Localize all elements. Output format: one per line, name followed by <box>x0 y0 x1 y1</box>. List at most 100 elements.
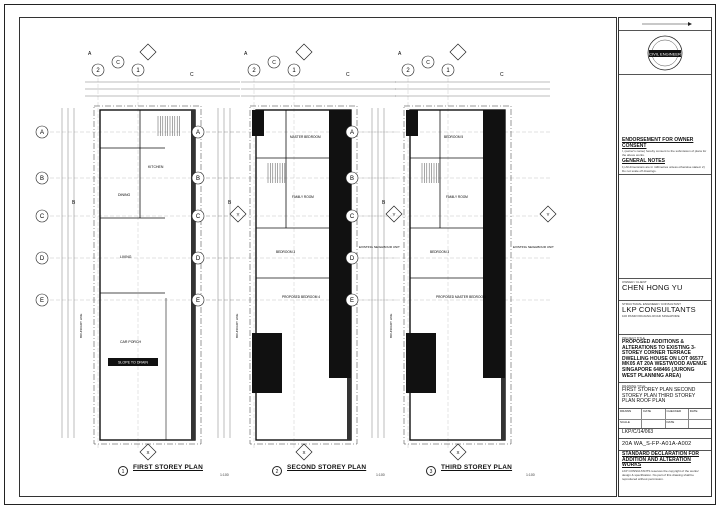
elevation-marker-x <box>295 443 313 461</box>
boundary-label: BOUNDARY LINE <box>79 314 83 338</box>
section-mark-bubble <box>421 55 435 69</box>
plan-3-title: THIRD STOREY PLAN <box>441 464 513 471</box>
elevation-label-x: X <box>302 450 305 455</box>
elevation-marker-y <box>385 205 403 223</box>
neighbour-solid <box>329 268 351 378</box>
grid-col-label-1: 1 <box>136 68 140 74</box>
grid-col-label-2: 2 <box>406 68 410 74</box>
elevation-label-y: Y <box>546 212 549 217</box>
neighbour-solid <box>483 110 505 310</box>
section-mark-bubble <box>267 55 281 69</box>
declaration-row: STANDARD DECLARATION FOR ADDITION AND AL… <box>619 450 711 496</box>
north-arrow-icon <box>642 22 692 26</box>
ramp-label: SLOPE TO DRAIN <box>118 361 148 365</box>
room-label: FAMILY ROOM <box>292 195 314 199</box>
room-label: FAMILY ROOM <box>446 195 468 199</box>
plan-1-number: 1 <box>118 466 128 476</box>
project-label: PROJECT TITLE <box>622 336 645 340</box>
grid-col-bubble-1 <box>131 63 145 77</box>
elevation-marker-y <box>229 205 247 223</box>
grid-label-C: C <box>196 214 201 220</box>
neighbour-solid <box>406 110 418 136</box>
seal-text: CIVIL ENGINEER <box>649 52 681 57</box>
declaration-heading: STANDARD DECLARATION FOR ADDITION AND AL… <box>622 451 700 469</box>
section-cut-a: A <box>244 51 248 57</box>
endorsement-row: ENDORSEMENT FOR OWNER CONSENT I, (owner'… <box>619 74 711 174</box>
section-mark-label: C <box>426 60 430 66</box>
neighbour-solid <box>406 333 436 393</box>
grid-bubble-D <box>35 251 49 265</box>
neighbour-solid <box>252 110 264 136</box>
general-notes-heading: GENERAL NOTES <box>622 158 665 165</box>
drawing-title: FIRST STOREY PLAN SECOND STOREY PLAN THI… <box>622 387 696 405</box>
elevation-label-y: Y <box>236 212 239 217</box>
party-wall <box>191 110 195 440</box>
grid-bubble-B <box>35 171 49 185</box>
drawing-no-row: 20A WA_S-FP-A01A-A002 <box>619 438 711 450</box>
drawing-title-row: DRAWING TITLE FIRST STOREY PLAN SECOND S… <box>619 382 711 408</box>
copyright-note: LKP CONSULTANTS reserves the copyright o… <box>622 468 699 481</box>
plan-3-number: 3 <box>426 466 436 476</box>
grid-label-B: B <box>196 176 200 182</box>
client-name: CHEN HONG YU <box>622 283 683 292</box>
grid-bubble-C <box>35 209 49 223</box>
elevation-marker-y <box>539 205 557 223</box>
grid-col-label-2: 2 <box>96 68 100 74</box>
client-label: OWNER / CLIENT <box>622 280 647 284</box>
table-header-drawn: DRAWN <box>619 409 643 419</box>
room-label: MASTER BEDROOM <box>290 135 321 139</box>
job-number: LKP/C/14/063 <box>622 429 654 435</box>
grid-label-C: C <box>350 214 355 220</box>
table-header-date-1: DATE <box>642 409 666 419</box>
consultant-address: 100 PASIR PANJANG ROAD SINGAPORE <box>622 314 680 318</box>
boundary-label: BOUNDARY LINE <box>235 314 239 338</box>
north-arrow-row <box>619 18 711 30</box>
table-header-checked: CHECKED <box>666 409 689 419</box>
grid-label-B: B <box>40 176 44 182</box>
section-mark-label: C <box>272 60 276 66</box>
plan-2-scale: 1:100 <box>376 473 385 477</box>
room-label: LIVING <box>120 255 132 259</box>
section-cut-a: A <box>88 51 92 57</box>
grid-bubble-B <box>191 171 205 185</box>
elevation-marker-x <box>139 443 157 461</box>
grid-col-bubble-2 <box>401 63 415 77</box>
neighbour-solid <box>329 110 351 310</box>
grid-col-bubble-1 <box>287 63 301 77</box>
grid-col-bubble-2 <box>247 63 261 77</box>
grid-col-label-1: 1 <box>446 68 450 74</box>
grid-label-C: C <box>40 214 45 220</box>
endorsement-heading: ENDORSEMENT FOR OWNER CONSENT <box>622 137 694 149</box>
section-cut-c: C <box>500 72 504 78</box>
boundary-line <box>403 105 512 445</box>
section-cut-c: C <box>346 72 350 78</box>
grid-label-B: B <box>350 176 354 182</box>
section-mark-bubble <box>111 55 125 69</box>
table-header-scale: SCALE <box>619 420 643 428</box>
grid-bubble-D <box>345 251 359 265</box>
general-notes-body: 1) All dimensions are in millimetres unl… <box>622 164 705 173</box>
elevation-marker-top <box>295 43 313 61</box>
room-label: BEDROOM 3 <box>430 250 449 254</box>
plan-1-title: FIRST STOREY PLAN <box>133 464 203 471</box>
elevation-marker-top <box>449 43 467 61</box>
grid-bubble-B <box>345 171 359 185</box>
elevation-marker-top <box>139 43 157 61</box>
drawing-number: 20A WA_S-FP-A01A-A002 <box>622 441 692 447</box>
boundary-line <box>93 105 202 445</box>
plan-1-scale: 1:100 <box>220 473 229 477</box>
engineer-seal-icon: CIVIL ENGINEER <box>647 35 683 71</box>
grid-label-A: A <box>196 130 200 136</box>
elevation-label-x: X <box>456 450 459 455</box>
grid-col-label-2: 2 <box>252 68 256 74</box>
room-label: BEDROOM 3 <box>276 250 295 254</box>
project-row: PROJECT TITLE PROPOSED ADDITIONS & ALTER… <box>619 334 711 382</box>
neighbour-solid <box>483 268 505 378</box>
room-label: CAR PORCH <box>120 340 141 344</box>
grid-label-A: A <box>40 130 44 136</box>
outer-wall <box>99 109 196 441</box>
drawing-label: DRAWING TITLE <box>622 384 646 388</box>
grid-bubble-C <box>191 209 205 223</box>
grid-col-label-1: 1 <box>292 68 296 74</box>
